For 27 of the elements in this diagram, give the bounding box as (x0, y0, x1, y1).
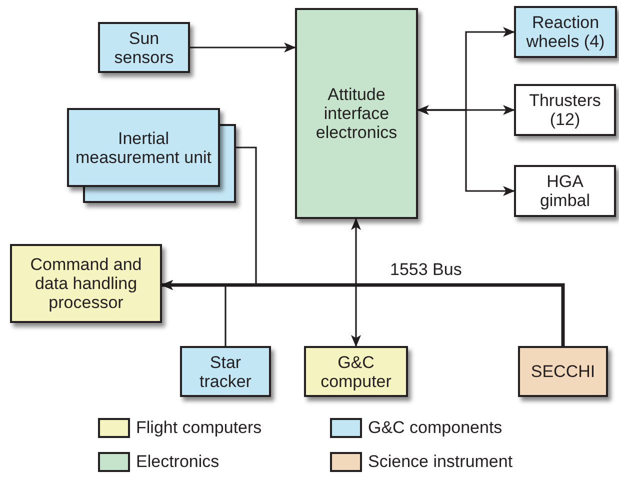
legend-label: G&C components (368, 418, 502, 438)
legend-label: Flight computers (136, 418, 262, 438)
component-box (518, 346, 608, 397)
connector-arrow (351, 218, 361, 347)
connector-arrow (417, 105, 515, 115)
box-label: Sun sensors (113, 28, 175, 66)
component-box (514, 84, 616, 136)
legend-label: Electronics (136, 452, 220, 472)
box-label: SECCHI (530, 362, 596, 381)
box-label: HGA gimbal (538, 172, 592, 210)
box-label: G&C computer (320, 352, 392, 390)
legend-label: Science instrument (368, 452, 513, 472)
component-box (98, 22, 190, 73)
box-label: Star tracker (198, 352, 252, 390)
connector-arrow (190, 42, 296, 52)
component-box (10, 244, 162, 323)
component-box (67, 108, 220, 187)
component-box (295, 8, 418, 219)
component-box (514, 165, 616, 217)
box-label: Thrusters (12) (528, 91, 602, 129)
component-box (180, 346, 271, 397)
box-label: Attitude interface electronics (314, 85, 398, 142)
box-label: Inertial measurement unit (74, 128, 213, 166)
component-box (304, 346, 408, 397)
component-box (514, 6, 617, 58)
box-label: Reaction wheels (4) (525, 13, 606, 51)
box-label: Command and data handling processor (29, 255, 143, 312)
